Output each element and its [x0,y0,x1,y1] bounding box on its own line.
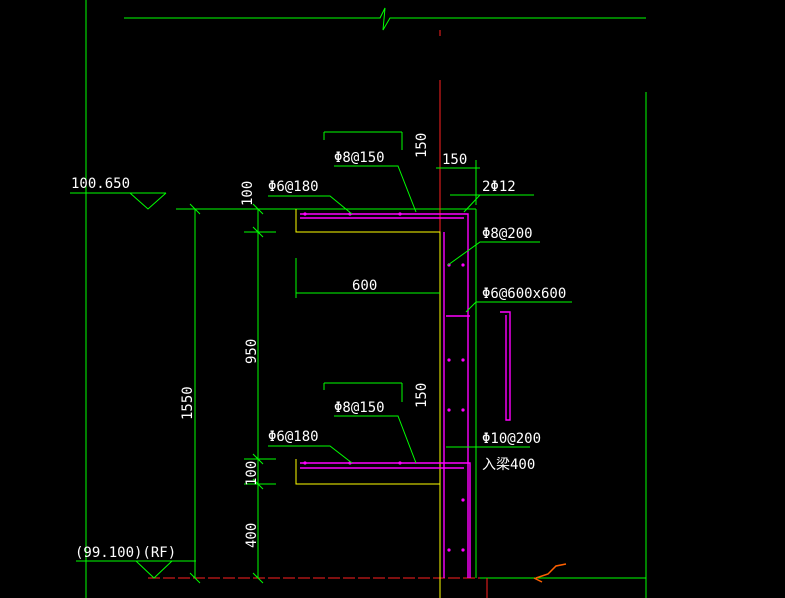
dim-wall-thickness: 150 [442,152,467,168]
break-mark-left [533,577,543,583]
lower-slab-outline [295,459,440,485]
text-labels: 100.650 (99.100)(RF) 1550 100 950 100 40… [71,133,566,561]
rebar-anchor: Φ10@200 [482,431,541,447]
elevation-bottom-label: (99.100)(RF) [75,545,176,561]
rebar-dot [461,498,465,502]
rebar-low-slab-bottom: Φ6@180 [268,429,319,445]
rebar-anchor-note: 入梁400 [482,457,535,473]
upper-slab-top-rebar [300,213,469,578]
dim-hook-top: 150 [414,133,430,158]
rebar-low-slab-top: Φ8@150 [334,400,385,416]
dim-lower-slab: 100 [244,461,260,486]
leader-tie [465,301,572,313]
elevation-top-label: 100.650 [71,176,130,192]
dim-cantilever: 600 [352,278,377,294]
upper-slab-outline [295,209,441,598]
rebar-lines [300,213,511,578]
leader-phi8-200 [447,241,540,266]
top-break-line [124,7,646,31]
dim-hook-bottom: 150 [414,383,430,408]
leader-low-phi6 [268,445,353,464]
rebar-dot [447,358,451,362]
overall-dim-tick-bot [189,572,201,584]
frame-lines [85,0,647,598]
rebar-corner-bars: 2Φ12 [482,179,516,195]
rebar-dot [447,548,451,552]
dimension-lines [70,160,480,584]
rebar-dot [461,408,465,412]
overall-dim-tick-top [189,203,201,215]
rebar-top-slab-top: Φ8@150 [334,150,385,166]
rebar-dot [461,263,465,267]
dim-middle-gap: 950 [244,339,260,364]
rebar-dot [398,212,402,216]
rebar-dot [303,461,307,465]
rebar-dots [303,212,465,552]
inner-dim-tick-1 [252,203,264,215]
rebar-dot [303,212,307,216]
elev-bot-triangle [135,560,173,579]
lower-slab-top-rebar [300,462,471,578]
rebar-wall-tie: Φ6@600x600 [482,286,566,302]
elev-top-triangle [129,192,167,210]
rebar-wall-vertical: Φ8@200 [482,226,533,242]
rebar-top-slab-bottom: Φ6@180 [268,179,319,195]
inner-dim-tick-5 [252,572,264,584]
wall-outline [323,131,477,578]
leader-lines [268,165,572,464]
break-mark [535,563,567,579]
dim-overall-height: 1550 [180,386,196,420]
rebar-dot [461,358,465,362]
rebar-dot [398,461,402,465]
leader-low-phi8 [334,415,417,464]
rebar-dot [447,408,451,412]
dim-upper-slab: 100 [240,181,256,206]
leader-top-phi6 [268,195,353,215]
dim-base-height: 400 [244,523,260,548]
leader-top-phi8 [334,165,417,213]
concrete-outline [295,209,441,598]
anchor-rebar [500,311,511,421]
leader-2phi12 [463,194,481,213]
rebar-dot [461,548,465,552]
